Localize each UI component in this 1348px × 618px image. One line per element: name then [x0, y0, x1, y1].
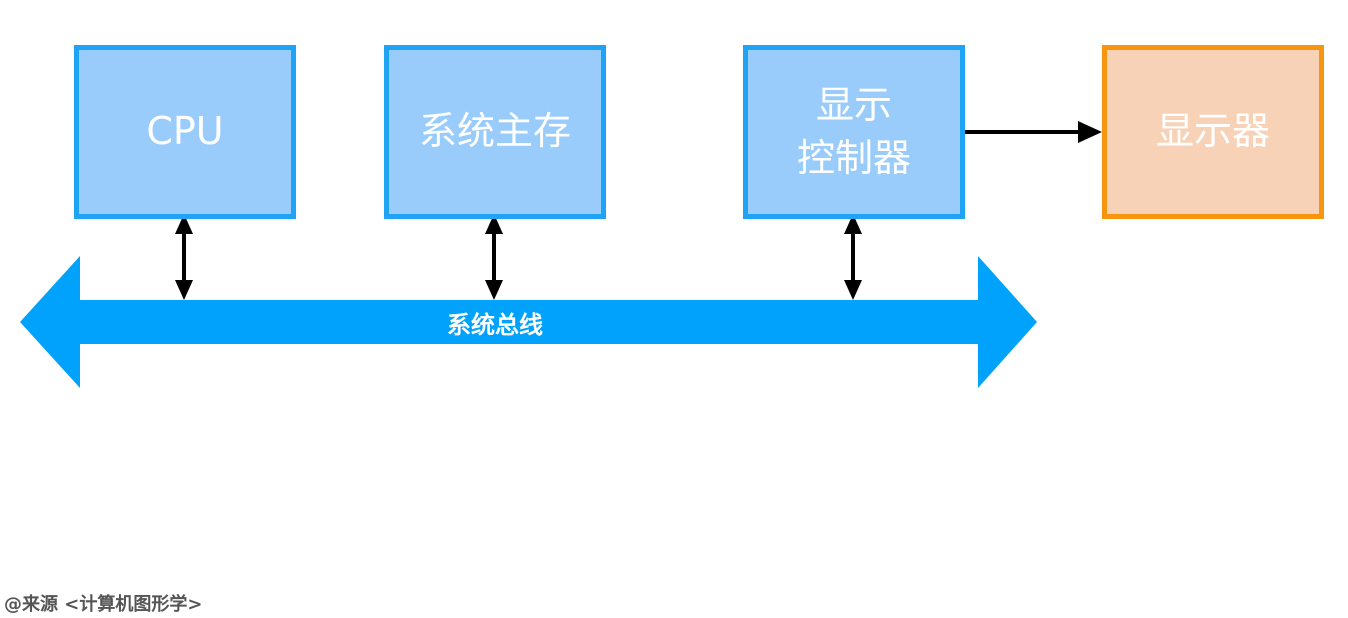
memory-label: 系统主存 — [418, 109, 571, 154]
controller-to-display-arrow — [965, 121, 1102, 143]
system-bus-label: 系统总线 — [447, 311, 543, 339]
controller-bus-connector — [844, 214, 862, 300]
system-bus-arrow — [20, 256, 1037, 388]
controller-label: 显示 控制器 — [796, 82, 911, 180]
memory-box: 系统主存 — [384, 45, 606, 219]
source-caption: @来源 <计算机图形学> — [4, 594, 203, 615]
cpu-label: CPU — [146, 109, 224, 154]
controller-box: 显示 控制器 — [743, 45, 965, 219]
display-label: 显示器 — [1155, 109, 1270, 154]
display-box: 显示器 — [1102, 45, 1324, 219]
cpu-bus-connector — [175, 214, 193, 300]
memory-bus-connector — [485, 214, 503, 300]
cpu-box: CPU — [74, 45, 296, 219]
